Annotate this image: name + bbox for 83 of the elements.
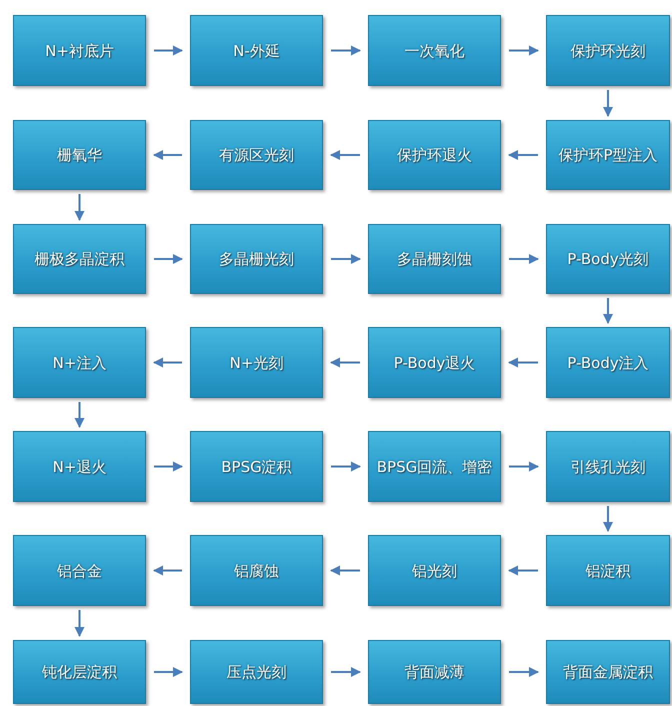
step-label: 背面减薄 bbox=[404, 663, 464, 681]
step-label: BPSG淀积 bbox=[221, 458, 292, 476]
step-label: 一次氧化 bbox=[404, 42, 464, 60]
arrow bbox=[509, 667, 539, 677]
arrow bbox=[153, 150, 182, 160]
step-label: N+衬底片 bbox=[45, 42, 114, 60]
process-box bbox=[546, 224, 670, 294]
process-box bbox=[546, 535, 670, 606]
process-box bbox=[368, 15, 501, 86]
arrow bbox=[153, 566, 182, 576]
step-label: 保护环光刻 bbox=[570, 42, 646, 60]
process-box bbox=[546, 431, 670, 502]
process-box bbox=[190, 640, 323, 704]
step-label: 背面金属淀积 bbox=[563, 663, 653, 681]
process-box bbox=[368, 640, 501, 704]
step-label: N+注入 bbox=[52, 354, 106, 372]
arrow bbox=[509, 254, 539, 264]
process-box bbox=[190, 535, 323, 606]
process-box bbox=[368, 224, 501, 294]
step-label: P-Body退火 bbox=[394, 354, 476, 372]
arrow bbox=[508, 150, 538, 160]
arrow bbox=[508, 566, 538, 576]
step-label: 铝光刻 bbox=[412, 562, 457, 580]
step-label: 多晶栅刻蚀 bbox=[397, 250, 472, 268]
arrow bbox=[74, 402, 84, 428]
arrow bbox=[508, 358, 538, 368]
process-box bbox=[13, 640, 146, 704]
process-box bbox=[368, 327, 501, 398]
step-label: P-Body注入 bbox=[567, 354, 649, 372]
arrow bbox=[331, 254, 361, 264]
step-label: 有源区光刻 bbox=[219, 146, 294, 164]
step-label: N-外延 bbox=[233, 42, 280, 60]
process-box bbox=[190, 224, 323, 294]
process-box bbox=[368, 120, 501, 190]
process-box bbox=[13, 431, 146, 502]
process-box bbox=[190, 15, 323, 86]
process-box bbox=[546, 640, 670, 704]
process-box bbox=[368, 535, 501, 606]
process-box bbox=[190, 327, 323, 398]
process-box bbox=[368, 431, 501, 502]
arrow bbox=[603, 506, 613, 532]
process-box bbox=[13, 224, 146, 294]
step-label: 铝淀积 bbox=[586, 562, 630, 580]
step-label: BPSG回流、增密 bbox=[376, 458, 492, 476]
arrow bbox=[509, 462, 539, 472]
process-box bbox=[546, 327, 670, 398]
arrow bbox=[154, 46, 183, 56]
process-box bbox=[13, 15, 146, 86]
arrow bbox=[154, 462, 183, 472]
arrow bbox=[330, 358, 360, 368]
arrow bbox=[603, 298, 613, 324]
step-label: 钝化层淀积 bbox=[42, 663, 117, 681]
step-label: P-Body光刻 bbox=[567, 250, 649, 268]
arrow bbox=[154, 667, 183, 677]
step-label: N+退火 bbox=[52, 458, 106, 476]
step-label: 栅氧华 bbox=[57, 146, 102, 164]
arrow bbox=[74, 610, 84, 637]
arrow bbox=[330, 150, 360, 160]
process-box bbox=[190, 431, 323, 502]
step-label: N+光刻 bbox=[230, 354, 284, 372]
step-label: 保护环退火 bbox=[397, 146, 472, 164]
arrow bbox=[603, 90, 613, 117]
step-label: 压点光刻 bbox=[226, 663, 286, 681]
step-label: 铝腐蚀 bbox=[234, 562, 279, 580]
arrow bbox=[154, 254, 183, 264]
arrow bbox=[330, 566, 360, 576]
process-box bbox=[190, 120, 323, 190]
process-box bbox=[13, 327, 146, 398]
process-box bbox=[546, 15, 670, 86]
step-label: 引线孔光刻 bbox=[570, 458, 646, 476]
step-label: 栅极多晶淀积 bbox=[34, 250, 124, 268]
arrow bbox=[331, 46, 361, 56]
process-box bbox=[13, 120, 146, 190]
step-label: 保护环P型注入 bbox=[558, 146, 658, 164]
arrow bbox=[331, 462, 361, 472]
step-label: 铝合金 bbox=[57, 562, 102, 580]
arrow bbox=[153, 358, 182, 368]
arrow bbox=[509, 46, 539, 56]
step-label: 多晶栅光刻 bbox=[219, 250, 294, 268]
process-box bbox=[13, 535, 146, 606]
arrow bbox=[74, 194, 84, 221]
process-box bbox=[546, 120, 670, 190]
arrow bbox=[331, 667, 361, 677]
